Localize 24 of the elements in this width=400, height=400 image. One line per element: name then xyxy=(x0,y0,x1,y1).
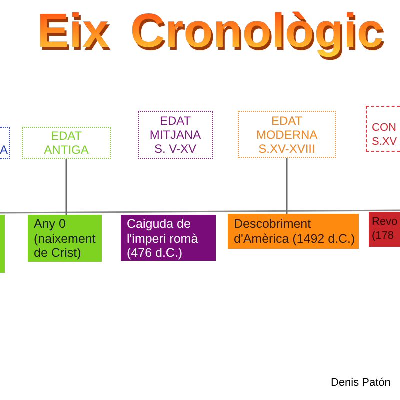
period-label: EDAT MITJANA xyxy=(148,114,202,142)
connector-line xyxy=(286,158,288,214)
period-box xyxy=(366,106,400,152)
event-text: Caiguda de l'imperi romà (476 d.C.) xyxy=(127,217,200,260)
event-text: Revo (178 xyxy=(372,215,396,243)
connector-line xyxy=(66,159,68,215)
period-box xyxy=(0,127,10,159)
event-box xyxy=(28,215,102,262)
period-label: A xyxy=(0,143,8,157)
period-label: EDAT MODERNA xyxy=(255,114,319,142)
period-label: S.XV-XVIII xyxy=(258,142,316,156)
period-box xyxy=(238,111,336,158)
period-label: S. V-XV xyxy=(154,142,197,156)
event-box xyxy=(0,215,5,273)
event-text: Any 0 (naixement de Crist) xyxy=(34,217,97,260)
event-box xyxy=(121,215,216,261)
author-credit: Denis Patón xyxy=(331,377,391,390)
period-box xyxy=(138,111,213,159)
period-box xyxy=(22,127,111,159)
event-text: Descobriment d'Amèrica (1492 d.C.) xyxy=(234,217,356,246)
period-label: EDAT ANTIGA xyxy=(43,129,90,157)
period-label: S.XV xyxy=(372,135,398,149)
event-box xyxy=(228,214,359,249)
period-label: CON xyxy=(372,121,396,135)
